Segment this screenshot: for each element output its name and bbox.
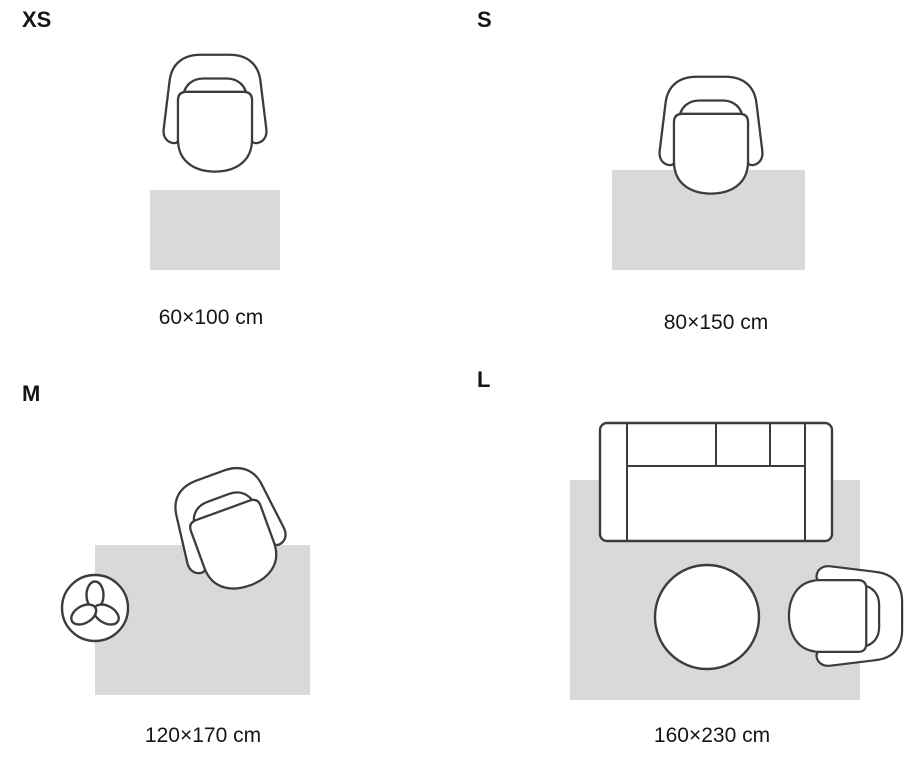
m-caption: 120×170 cm — [144, 724, 262, 747]
xs-figure — [150, 53, 280, 270]
s-caption: 80×150 cm — [663, 311, 769, 334]
l-sofa-icon — [598, 421, 834, 543]
l-figure — [570, 421, 904, 700]
s-figure — [612, 75, 805, 270]
l-caption: 160×230 cm — [653, 724, 771, 747]
xs-label: XS — [22, 7, 52, 32]
m-plant-icon — [60, 573, 130, 643]
xs-armchair-icon — [162, 53, 268, 173]
m-label: M — [22, 381, 41, 406]
xs-caption: 60×100 cm — [158, 306, 264, 329]
s-label: S — [477, 7, 492, 32]
m-figure — [60, 456, 310, 695]
l-coffee-table-icon — [653, 563, 761, 671]
xs-rug — [150, 190, 280, 270]
l-label: L — [477, 367, 491, 392]
